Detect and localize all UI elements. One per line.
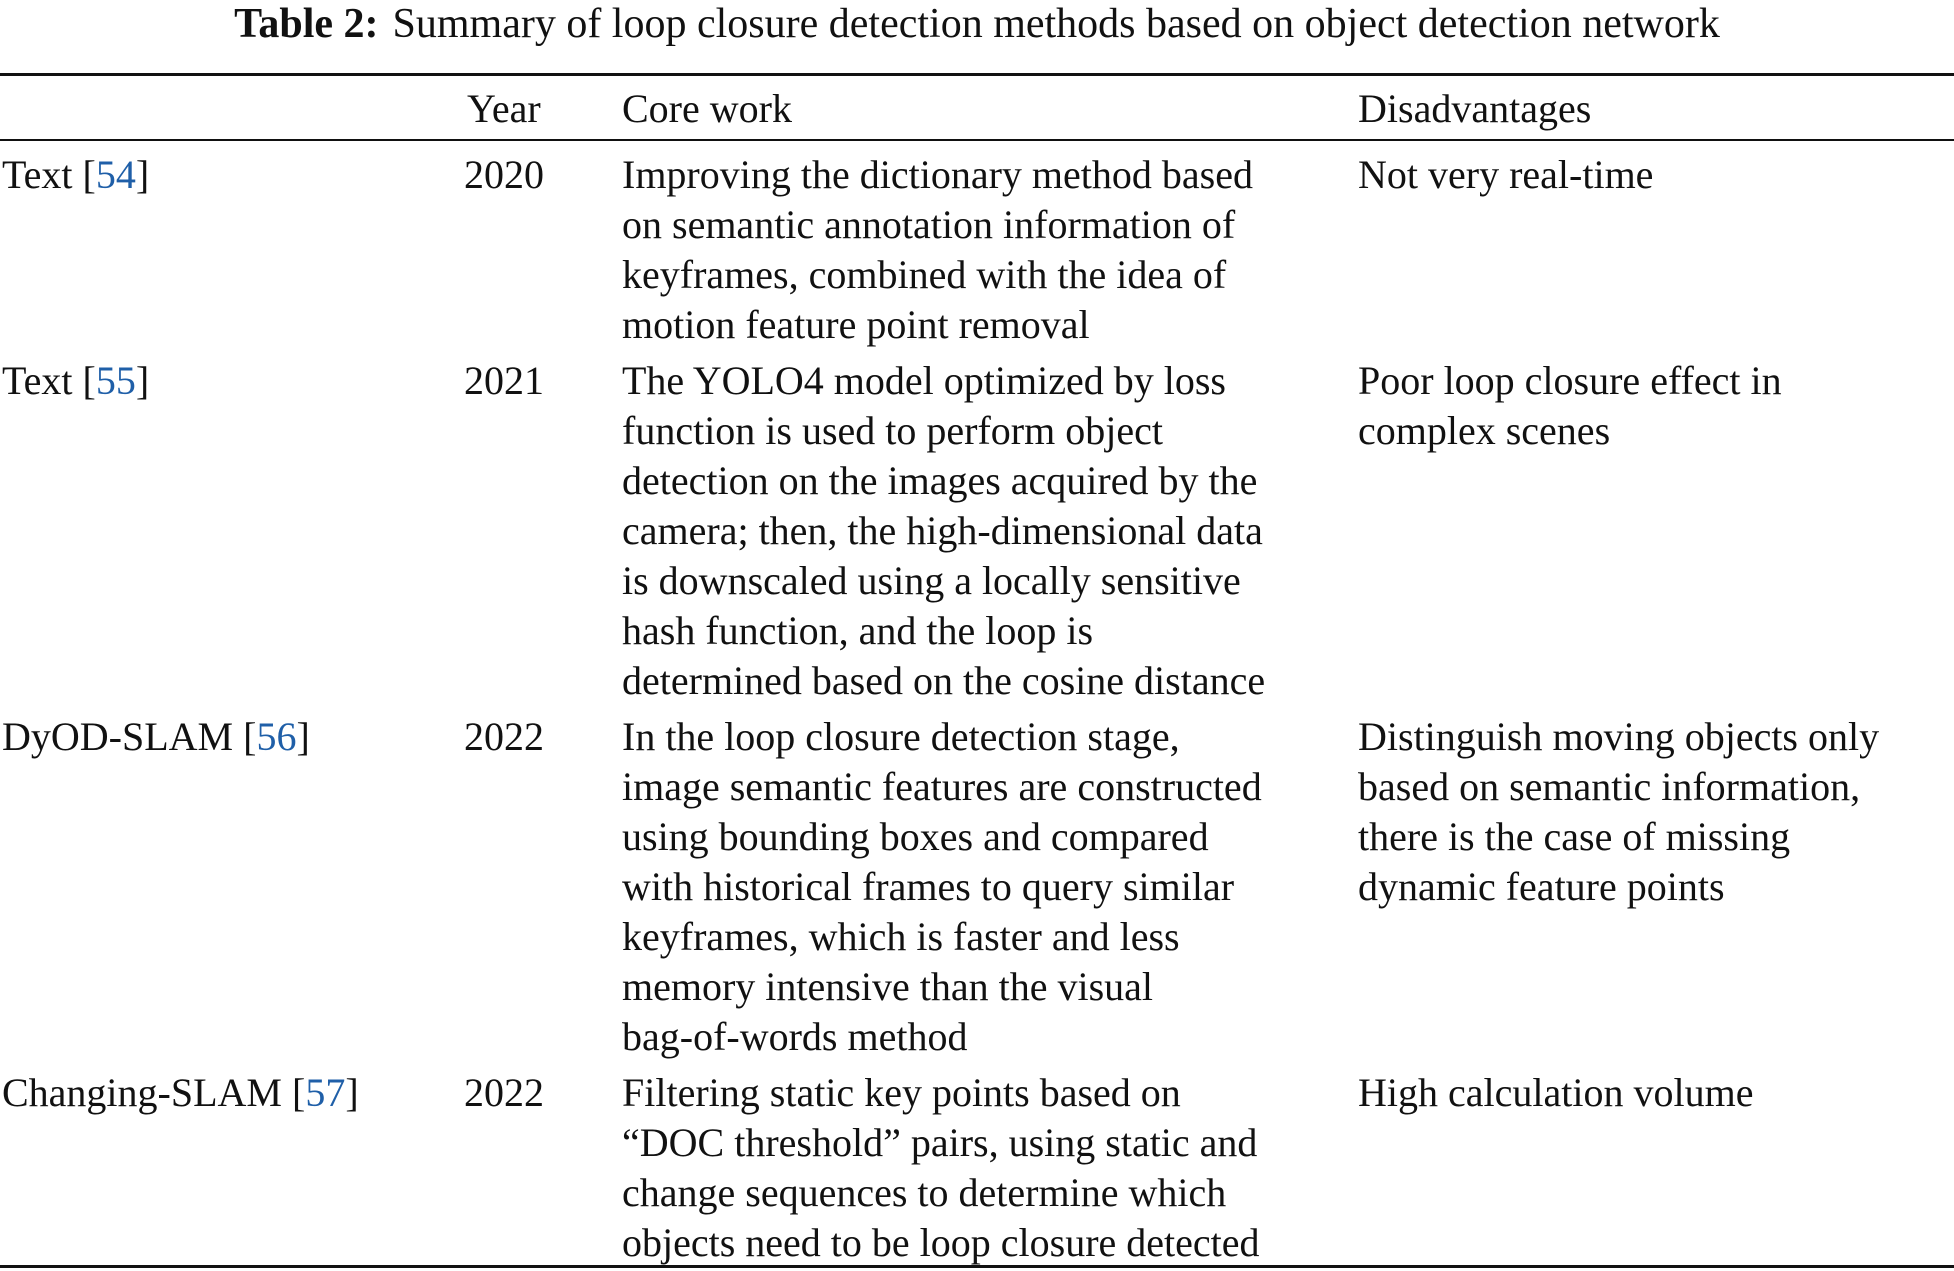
- core-work-cell: Filtering static key points based on “DOC…: [622, 1068, 1342, 1268]
- header-disadvantages: Disadvantages: [1358, 86, 1592, 131]
- year-cell: 2020: [464, 152, 544, 197]
- core-work-line: bag-of-words method: [622, 1014, 968, 1059]
- year-cell: 2022: [464, 714, 544, 759]
- core-work-line: The YOLO4 model optimized by loss: [622, 358, 1226, 403]
- disadvantage-line: complex scenes: [1358, 408, 1611, 453]
- disadvantage-line: Not very real-time: [1358, 152, 1654, 197]
- header-year: Year: [467, 86, 541, 131]
- year-cell: 2022: [464, 1070, 544, 1115]
- citation-link[interactable]: 57: [305, 1070, 346, 1115]
- core-work-line: is downscaled using a locally sensitive: [622, 558, 1241, 603]
- disadvantages-cell: Poor loop closure effect in complex scene…: [1358, 356, 1954, 456]
- core-work-line: “DOC threshold” pairs, using static and: [622, 1120, 1258, 1165]
- method-name: DyOD-SLAM: [2, 714, 234, 759]
- method-cell: Text [54]: [2, 152, 150, 197]
- core-work-cell: The YOLO4 model optimized by loss functio…: [622, 356, 1342, 706]
- disadvantage-line: based on semantic information,: [1358, 764, 1861, 809]
- method-name: Text: [2, 152, 73, 197]
- core-work-cell: Improving the dictionary method based on …: [622, 150, 1342, 350]
- method-cell: Text [55]: [2, 358, 150, 403]
- bottom-rule: [0, 1265, 1954, 1268]
- core-work-cell: In the loop closure detection stage, imag…: [622, 712, 1342, 1062]
- citation-link[interactable]: 55: [95, 358, 136, 403]
- citation-link[interactable]: 56: [256, 714, 297, 759]
- core-work-line: In the loop closure detection stage,: [622, 714, 1180, 759]
- core-work-line: objects need to be loop closure detected: [622, 1220, 1260, 1265]
- disadvantage-line: Poor loop closure effect in: [1358, 358, 1782, 403]
- table-label: Table 2:: [234, 1, 379, 47]
- core-work-line: Improving the dictionary method based: [622, 152, 1253, 197]
- core-work-line: function is used to perform object: [622, 408, 1163, 453]
- disadvantage-line: there is the case of missing: [1358, 814, 1791, 859]
- disadvantage-line: Distinguish moving objects only: [1358, 714, 1880, 759]
- disadvantages-cell: Not very real-time: [1358, 150, 1954, 200]
- method-name: Changing-SLAM: [2, 1070, 282, 1115]
- core-work-line: with historical frames to query similar: [622, 864, 1235, 909]
- header-rule: [0, 139, 1954, 141]
- method-cell: Changing-SLAM [57]: [2, 1070, 359, 1115]
- core-work-line: detection on the images acquired by the: [622, 458, 1258, 503]
- core-work-line: image semantic features are constructed: [622, 764, 1262, 809]
- core-work-line: on semantic annotation information of: [622, 202, 1236, 247]
- table-caption: Table 2: Summary of loop closure detectio…: [0, 2, 1954, 46]
- method-name: Text: [2, 358, 73, 403]
- method-cell: DyOD-SLAM [56]: [2, 714, 310, 759]
- core-work-line: change sequences to determine which: [622, 1170, 1227, 1215]
- core-work-line: keyframes, which is faster and less: [622, 914, 1180, 959]
- core-work-line: using bounding boxes and compared: [622, 814, 1209, 859]
- header-core-work: Core work: [622, 86, 792, 131]
- core-work-line: hash function, and the loop is: [622, 608, 1094, 653]
- disadvantages-cell: High calculation volume: [1358, 1068, 1954, 1118]
- core-work-line: determined based on the cosine distance: [622, 658, 1266, 703]
- disadvantage-line: dynamic feature points: [1358, 864, 1725, 909]
- core-work-line: keyframes, combined with the idea of: [622, 252, 1227, 297]
- citation-link[interactable]: 54: [95, 152, 136, 197]
- core-work-line: Filtering static key points based on: [622, 1070, 1181, 1115]
- year-cell: 2021: [464, 358, 544, 403]
- core-work-line: memory intensive than the visual: [622, 964, 1153, 1009]
- core-work-line: motion feature point removal: [622, 302, 1090, 347]
- disadvantages-cell: Distinguish moving objects only based on …: [1358, 712, 1954, 912]
- core-work-line: camera; then, the high-dimensional data: [622, 508, 1263, 553]
- disadvantage-line: High calculation volume: [1358, 1070, 1754, 1115]
- table-title: Summary of loop closure detection method…: [392, 1, 1720, 47]
- top-rule: [0, 73, 1954, 76]
